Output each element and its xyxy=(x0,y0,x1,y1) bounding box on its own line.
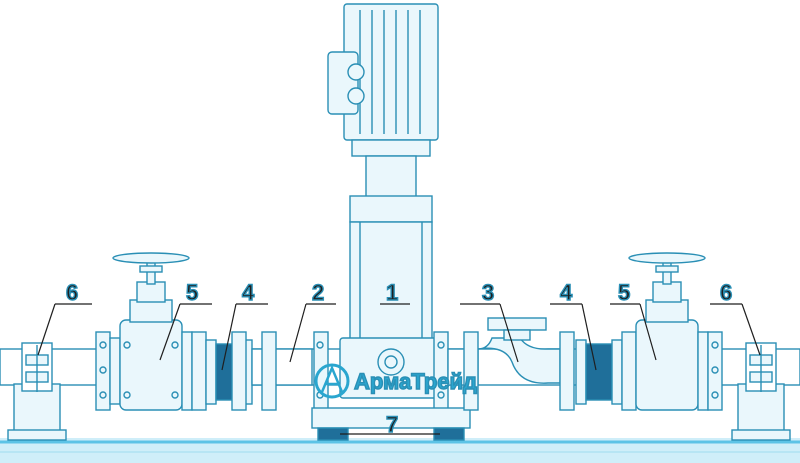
right-vibration-damper xyxy=(559,331,623,411)
left-inlet-pipe xyxy=(251,331,329,411)
label-6-right: 6 xyxy=(720,280,732,305)
label-1: 1 xyxy=(386,280,398,305)
label-2: 2 xyxy=(312,280,324,305)
label-5-right: 5 xyxy=(618,280,630,305)
armatreid-logo-icon xyxy=(314,363,350,399)
left-gate-valve xyxy=(112,252,207,411)
pump-base-frame xyxy=(311,407,471,441)
label-6-left: 6 xyxy=(66,280,78,305)
left-outer-flange xyxy=(95,331,121,411)
label-7: 7 xyxy=(386,412,398,437)
label-4-right: 4 xyxy=(560,280,573,305)
left-vibration-damper xyxy=(205,331,253,411)
label-5-left: 5 xyxy=(186,280,198,305)
right-pipe-support xyxy=(731,342,791,441)
floor xyxy=(0,438,800,463)
label-3: 3 xyxy=(482,280,494,305)
pump-motor xyxy=(327,3,439,223)
pump-body xyxy=(339,221,449,411)
left-pipe-support xyxy=(7,342,67,441)
label-4-left: 4 xyxy=(242,280,255,305)
leader-lines xyxy=(37,303,761,435)
brand-name: АрмаТрейд xyxy=(354,369,477,394)
right-gate-valve xyxy=(621,252,723,411)
